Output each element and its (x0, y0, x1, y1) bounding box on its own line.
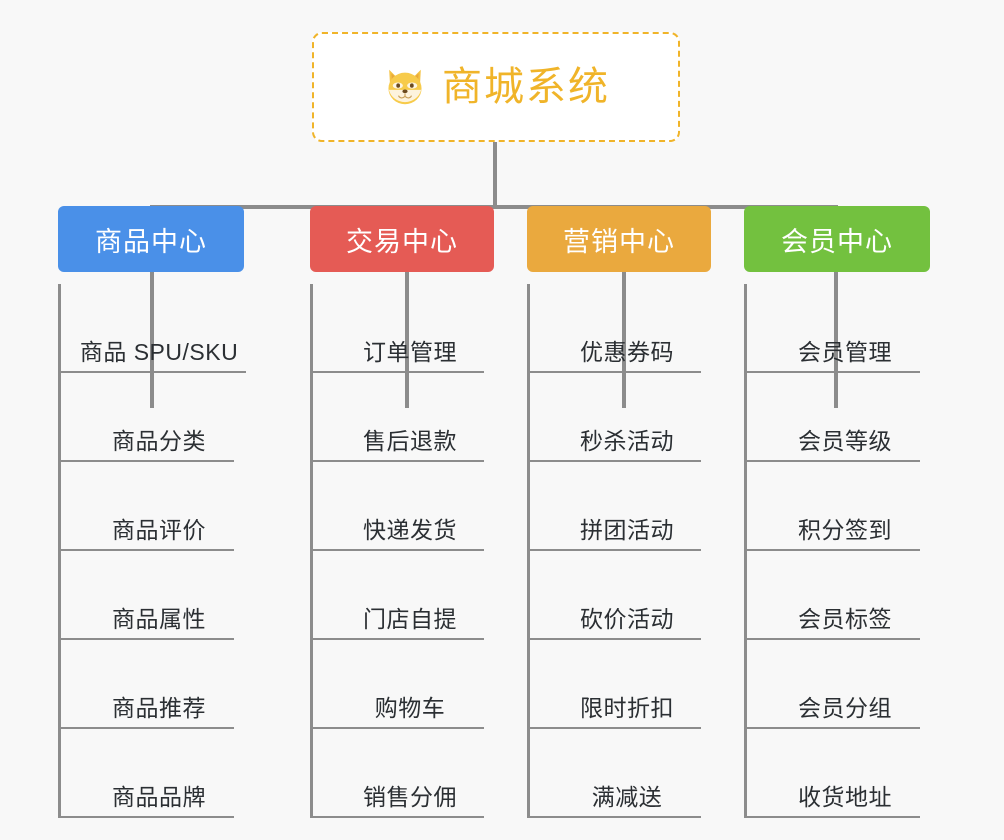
branch-trade-center: 交易中心 订单管理 售后退款 快递发货 门店自提 购物车 销售分佣 (310, 206, 494, 818)
connector-drop-branch-1 (405, 205, 409, 408)
leaf-item[interactable]: 优惠券码 (530, 284, 711, 373)
leaf-item[interactable]: 购物车 (313, 640, 494, 729)
leaf-label: 商品推荐 (112, 695, 206, 722)
leaf-label: 售后退款 (363, 428, 457, 455)
leaf-label: 门店自提 (363, 606, 457, 633)
leaf-item[interactable]: 门店自提 (313, 551, 494, 640)
leaf-label: 优惠券码 (580, 339, 674, 366)
branch-label: 会员中心 (781, 226, 893, 257)
leaf-label: 会员管理 (798, 339, 892, 366)
leaf-label: 商品分类 (112, 428, 206, 455)
leaf-label: 销售分佣 (363, 784, 457, 811)
root-title: 商城系统 (442, 65, 610, 109)
leaf-item[interactable]: 商品评价 (61, 462, 244, 551)
root-node[interactable]: 商城系统 (312, 32, 680, 142)
leaf-item[interactable]: 会员管理 (747, 284, 930, 373)
leaf-item[interactable]: 秒杀活动 (530, 373, 711, 462)
leaf-item[interactable]: 商品推荐 (61, 640, 244, 729)
connector-drop-branch-2 (622, 205, 626, 408)
branch-label: 交易中心 (346, 226, 458, 257)
connector-drop-branch-0 (150, 205, 154, 408)
leaf-item[interactable]: 砍价活动 (530, 551, 711, 640)
leaf-item[interactable]: 销售分佣 (313, 729, 494, 818)
leaf-label: 购物车 (374, 695, 446, 722)
branch-header-marketing-center[interactable]: 营销中心 (527, 206, 711, 272)
leaf-item[interactable]: 售后退款 (313, 373, 494, 462)
leaf-label: 限时折扣 (580, 695, 674, 722)
leaf-item[interactable]: 收货地址 (747, 729, 930, 818)
leaf-item[interactable]: 满减送 (530, 729, 711, 818)
leaf-label: 秒杀活动 (580, 428, 674, 455)
leaf-label: 商品 SPU/SKU (79, 339, 239, 366)
shiba-dog-face-icon (382, 64, 428, 110)
leaf-list-trade-center: 订单管理 售后退款 快递发货 门店自提 购物车 销售分佣 (310, 284, 494, 818)
leaf-item[interactable]: 积分签到 (747, 462, 930, 551)
leaf-list-marketing-center: 优惠券码 秒杀活动 拼团活动 砍价活动 限时折扣 满减送 (527, 284, 711, 818)
connector-horizontal-bus (150, 205, 838, 209)
leaf-item[interactable]: 快递发货 (313, 462, 494, 551)
branch-member-center: 会员中心 会员管理 会员等级 积分签到 会员标签 会员分组 收货地址 (744, 206, 930, 818)
leaf-item[interactable]: 商品分类 (61, 373, 244, 462)
branch-label: 营销中心 (563, 226, 675, 257)
leaf-list-product-center: 商品 SPU/SKU 商品分类 商品评价 商品属性 商品推荐 商品品牌 (58, 284, 246, 818)
leaf-item[interactable]: 会员分组 (747, 640, 930, 729)
leaf-label: 满减送 (591, 784, 663, 811)
leaf-label: 会员分组 (798, 695, 892, 722)
leaf-label: 拼团活动 (580, 517, 674, 544)
leaf-item[interactable]: 商品属性 (61, 551, 244, 640)
leaf-label: 积分签到 (798, 517, 892, 544)
leaf-label: 收货地址 (798, 784, 892, 811)
leaf-label: 订单管理 (363, 339, 457, 366)
leaf-label: 商品评价 (112, 517, 206, 544)
leaf-label: 快递发货 (363, 517, 457, 544)
leaf-label: 会员标签 (798, 606, 892, 633)
branch-header-member-center[interactable]: 会员中心 (744, 206, 930, 272)
leaf-label: 商品属性 (112, 606, 206, 633)
leaf-label: 砍价活动 (580, 606, 674, 633)
connector-drop-branch-3 (834, 205, 838, 408)
leaf-label: 会员等级 (798, 428, 892, 455)
branch-product-center: 商品中心 商品 SPU/SKU 商品分类 商品评价 商品属性 商品推荐 商品品牌 (58, 206, 246, 818)
leaf-item[interactable]: 会员标签 (747, 551, 930, 640)
leaf-item[interactable]: 商品品牌 (61, 729, 244, 818)
leaf-item[interactable]: 商品 SPU/SKU (61, 284, 246, 373)
leaf-item[interactable]: 订单管理 (313, 284, 494, 373)
branch-header-trade-center[interactable]: 交易中心 (310, 206, 494, 272)
branch-header-product-center[interactable]: 商品中心 (58, 206, 244, 272)
leaf-item[interactable]: 拼团活动 (530, 462, 711, 551)
branch-marketing-center: 营销中心 优惠券码 秒杀活动 拼团活动 砍价活动 限时折扣 满减送 (527, 206, 711, 818)
branch-label: 商品中心 (95, 226, 207, 257)
connector-root-stem (493, 142, 497, 208)
leaf-label: 商品品牌 (112, 784, 206, 811)
leaf-item[interactable]: 限时折扣 (530, 640, 711, 729)
leaf-item[interactable]: 会员等级 (747, 373, 930, 462)
leaf-list-member-center: 会员管理 会员等级 积分签到 会员标签 会员分组 收货地址 (744, 284, 930, 818)
